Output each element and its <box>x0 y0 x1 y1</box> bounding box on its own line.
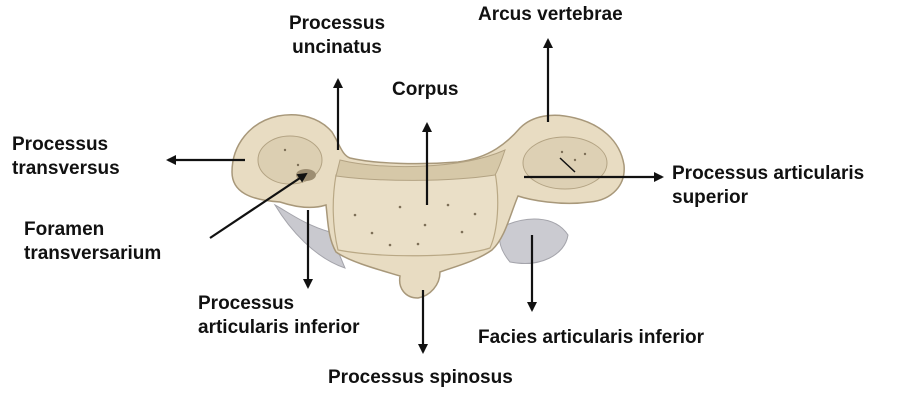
label-processus-articularis-superior: Processus articularis superior <box>672 162 864 210</box>
label-processus-articularis-inferior: Processus articularis inferior <box>198 292 360 340</box>
label-processus-articularis-inferior-line1: Processus <box>198 292 360 316</box>
label-processus-articularis-superior-line2: superior <box>672 186 864 210</box>
label-processus-transversus-line2: transversus <box>12 157 120 181</box>
label-processus-transversus: Processus transversus <box>12 133 120 181</box>
label-arcus-vertebrae: Arcus vertebrae <box>478 3 623 27</box>
label-processus-articularis-inferior-line2: articularis inferior <box>198 316 360 340</box>
label-foramen-transversarium-line2: transversarium <box>24 242 161 266</box>
label-processus-uncinatus: Processus uncinatus <box>272 12 402 60</box>
label-corpus: Corpus <box>392 78 459 102</box>
label-processus-transversus-line1: Processus <box>12 133 120 157</box>
label-processus-uncinatus-line1: Processus <box>272 12 402 36</box>
label-processus-spinosus: Processus spinosus <box>328 366 513 390</box>
label-facies-articularis-inferior: Facies articularis inferior <box>478 326 704 350</box>
label-processus-uncinatus-line2: uncinatus <box>272 36 402 60</box>
label-foramen-transversarium-line1: Foramen <box>24 218 161 242</box>
label-foramen-transversarium: Foramen transversarium <box>24 218 161 266</box>
corpus-face <box>333 172 498 256</box>
label-processus-articularis-superior-line1: Processus articularis <box>672 162 864 186</box>
inferior-facet-right <box>499 219 568 263</box>
